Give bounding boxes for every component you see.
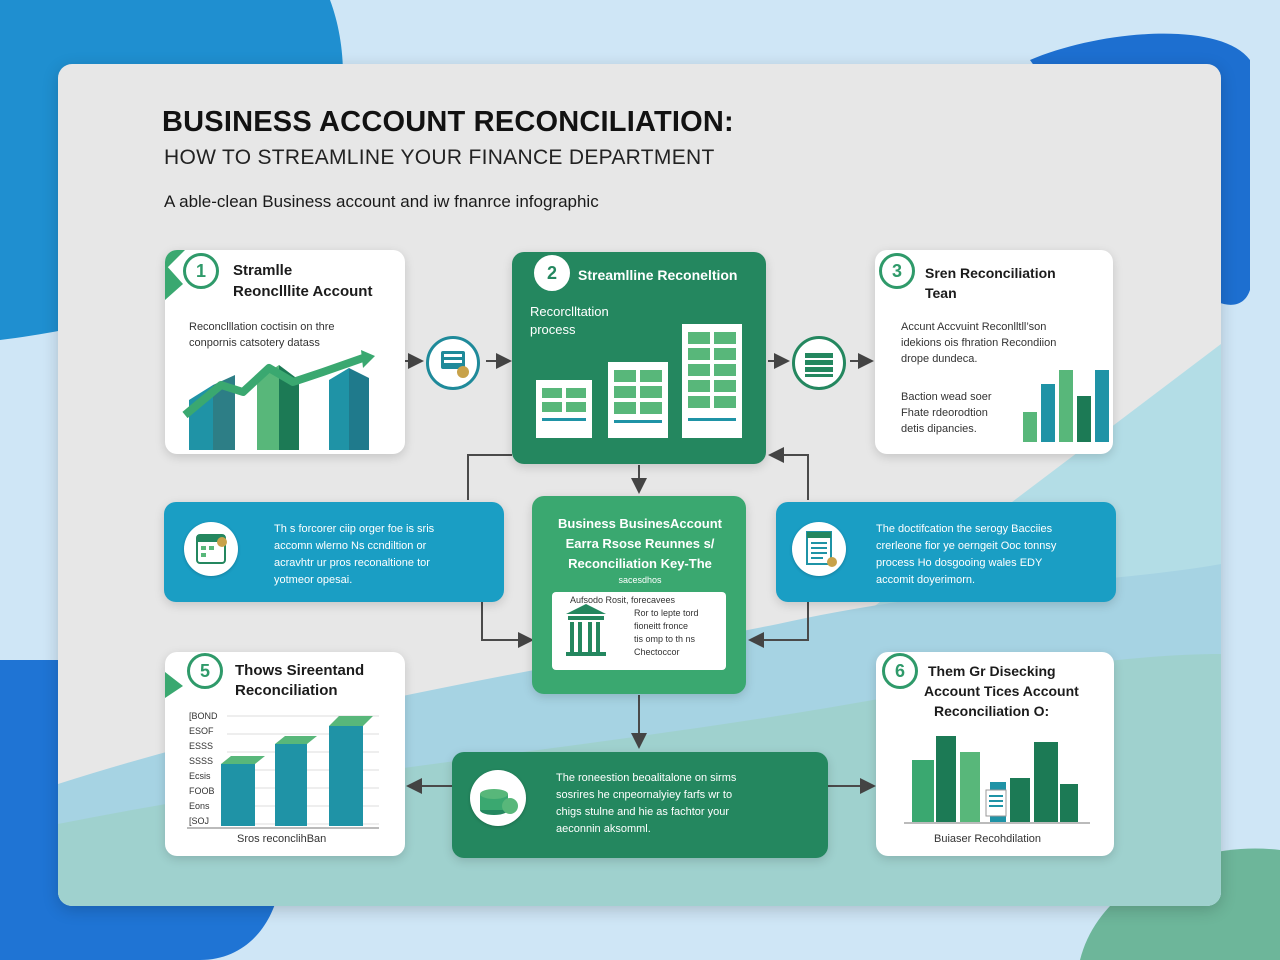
document-info-line1: The doctifcation the serogy Bacciies bbox=[876, 523, 1053, 535]
step-2-body-line1: Recorclltation bbox=[530, 304, 609, 319]
step-3-title-line1: Sren Reconciliation bbox=[925, 265, 1056, 281]
coins-info-line3: chigs stulne and hie as fachtor your bbox=[556, 806, 730, 818]
growth-chart-icon bbox=[182, 350, 375, 450]
step-1-title-line1: Stramlle bbox=[233, 262, 293, 279]
document-info-line2: crerleone fior ye oerngeit Ooc tonnsy bbox=[876, 540, 1057, 552]
bank-building-icon bbox=[566, 604, 606, 656]
step-5-axis-label: ESOF bbox=[189, 726, 214, 736]
center-key-card: Business BusinesAccount Earra Rsose Reun… bbox=[532, 496, 746, 694]
step-2-number: 2 bbox=[534, 255, 570, 291]
step-6-title-line2: Account Tices Account bbox=[924, 683, 1079, 699]
coins-icon bbox=[470, 770, 526, 826]
calendar-info-line3: acravhtr ur pros reconaltione tor bbox=[274, 557, 430, 569]
coins-info-line4: aeconnin aksomml. bbox=[556, 823, 651, 835]
calendar-info-line4: yotmeor opesai. bbox=[274, 574, 353, 586]
step-5-axis-label: SSSS bbox=[189, 756, 214, 766]
page-tagline: A able-clean Business account and iw fna… bbox=[164, 192, 599, 211]
step-1-body-line2: conpornis catsotery datass bbox=[189, 337, 320, 349]
step-2-body-line2: process bbox=[530, 322, 576, 337]
page-title: BUSINESS ACCOUNT RECONCILIATION: bbox=[162, 106, 734, 138]
document-info-line4: accomit doyerimorn. bbox=[876, 574, 976, 586]
documents-illustration bbox=[536, 324, 742, 438]
calendar-icon bbox=[184, 522, 238, 576]
step-5-title-line1: Thows Sireentand bbox=[235, 662, 365, 679]
document-info-card: The doctifcation the serogy Bacciies cre… bbox=[776, 502, 1116, 602]
coins-info-line1: The roneestion beoalitalone on sirms bbox=[556, 772, 737, 784]
document-icon bbox=[792, 522, 846, 576]
step-5-caption: Sros reconclihBan bbox=[237, 833, 327, 845]
center-title-line4: sacesdhos bbox=[618, 575, 662, 585]
bar-chart-3d-icon bbox=[187, 715, 379, 829]
step-3-number: 3 bbox=[879, 253, 915, 289]
step-3-body-line3: drope dundeca. bbox=[901, 353, 978, 365]
step-6-card: 6 Them Gr Disecking Account Tices Accoun… bbox=[876, 652, 1114, 856]
page-subtitle: HOW TO STREAMLINE YOUR FINANCE DEPARTMEN… bbox=[164, 146, 715, 169]
center-title-line1: Business BusinesAccount bbox=[558, 516, 722, 531]
document-info-line3: process Ho dosgooing wales EDY bbox=[876, 557, 1043, 569]
step-5-number: 5 bbox=[187, 653, 223, 689]
step-1-card: 1 Stramlle Reonclllite Account Reconclll… bbox=[165, 250, 405, 454]
step-2-title: Streamlline Reconeltion bbox=[578, 267, 738, 283]
step-3-body-line5: Fhate rdeorodtion bbox=[901, 407, 988, 419]
step-3-card: 3 Sren Reconciliation Tean Accunt Accvui… bbox=[875, 250, 1113, 454]
bar-chart-icon bbox=[1023, 370, 1109, 442]
step-5-axis-label: FOOB bbox=[189, 786, 215, 796]
step-6-title-line1: Them Gr Disecking bbox=[928, 663, 1056, 679]
center-inner-line5: Chectoccor bbox=[634, 647, 680, 657]
step-5-axis-label: [SOJ bbox=[189, 816, 210, 826]
coins-info-line2: sosrires he cnpeornalyiey farfs wr to bbox=[556, 789, 733, 801]
calendar-info-line1: Th s forcorer ciip orger foe is sris bbox=[274, 523, 435, 535]
center-title-line3: Reconciliation Key-The bbox=[568, 556, 712, 571]
step-1-body-line1: Reconclllation coctisin on thre bbox=[189, 321, 335, 333]
report-chart-icon bbox=[904, 736, 1090, 824]
step-6-number: 6 bbox=[882, 653, 918, 689]
step-1-title-line2: Reonclllite Account bbox=[233, 283, 373, 300]
step-5-axis-label: [BOND bbox=[189, 711, 218, 721]
center-inner-line3: fioneitt fronce bbox=[634, 621, 689, 631]
step-2-card: 2 Streamlline Reconeltion Recorclltation… bbox=[512, 252, 766, 464]
money-stack-icon bbox=[792, 336, 846, 390]
step-3-body-line4: Baction wead soer bbox=[901, 391, 992, 403]
step-6-title-line3: Reconciliation O: bbox=[934, 703, 1050, 719]
step-5-axis-label: Ecsis bbox=[189, 771, 211, 781]
step-3-title-line2: Tean bbox=[925, 285, 957, 301]
calendar-info-line2: accomn wlerno Ns ccndiltion or bbox=[274, 540, 427, 552]
step-5-card: 5 Thows Sireentand Reconciliation [BOND E… bbox=[165, 652, 405, 856]
center-title-line2: Earra Rsose Reunnes s/ bbox=[565, 536, 715, 551]
center-inner-panel: Aufsodo Rosit, forecavees Ror to lepte t… bbox=[552, 592, 726, 670]
coins-info-card: The roneestion beoalitalone on sirms sos… bbox=[452, 752, 828, 858]
step-6-caption: Buiaser Recohdilation bbox=[934, 833, 1042, 845]
corner-accent bbox=[165, 250, 185, 300]
step-5-axis-label: ESSS bbox=[189, 741, 214, 751]
calendar-info-card: Th s forcorer ciip orger foe is sris acc… bbox=[164, 502, 504, 602]
center-inner-line2: Ror to lepte tord bbox=[634, 608, 699, 618]
step-3-body-line1: Accunt Accvuint Reconlltll’son bbox=[901, 321, 1047, 333]
center-inner-line4: tis omp to th ns bbox=[634, 634, 696, 644]
corner-accent bbox=[165, 672, 183, 698]
step-3-body-line6: detis dipancies. bbox=[901, 423, 977, 435]
step-3-body-line2: idekions ois fhration Recondiion bbox=[901, 337, 1057, 349]
step-5-title-line2: Reconciliation bbox=[235, 682, 338, 699]
step-5-axis-label: Eons bbox=[189, 801, 210, 811]
ledger-icon bbox=[426, 336, 480, 390]
center-inner-line1: Aufsodo Rosit, forecavees bbox=[570, 595, 676, 605]
step-1-number: 1 bbox=[183, 253, 219, 289]
